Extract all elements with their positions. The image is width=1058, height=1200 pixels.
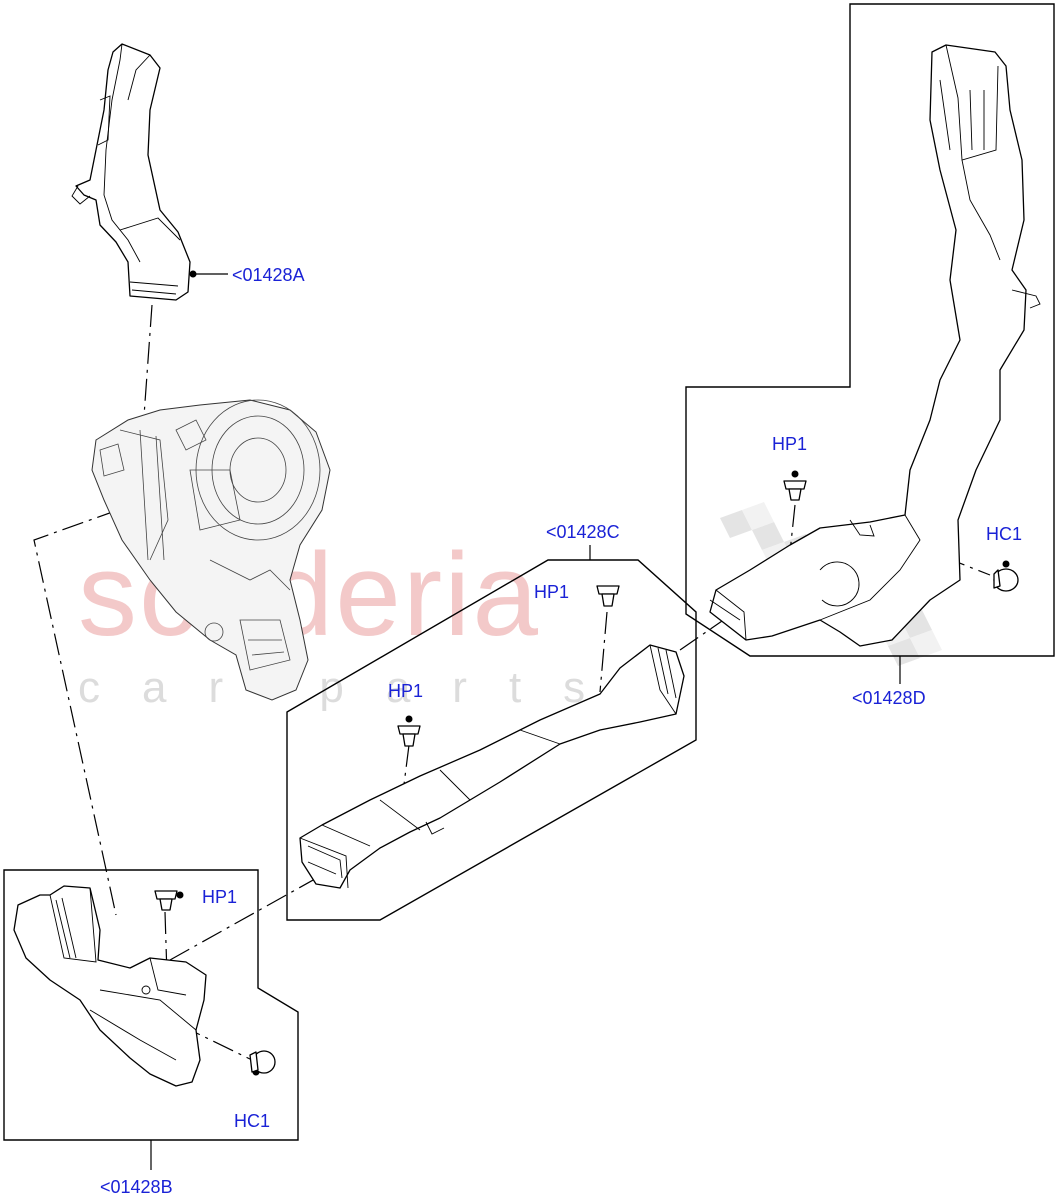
callout-hc1-lower-left: HC1 [234, 1111, 270, 1131]
fastener-hp1-left-duct [397, 715, 421, 747]
assembly-line-a [142, 304, 153, 431]
assembly-line-b [33, 509, 119, 916]
fastener-hp1-lower-left [154, 890, 184, 911]
assembly-line-bc [169, 864, 341, 961]
duct-01428a [71, 43, 191, 301]
callout-01428a: <01428A [232, 265, 305, 285]
callout-01428c: <01428C [546, 522, 620, 542]
frame-01428d [685, 3, 1055, 657]
callout-hp1-lower-left: HP1 [202, 887, 237, 907]
callout-hc1-right: HC1 [986, 524, 1022, 544]
duct-01428c [299, 644, 685, 889]
duct-01428d [709, 44, 1041, 647]
fastener-hp1-center [596, 585, 620, 607]
leader-dot-01428a [189, 270, 197, 278]
duct-01428b [13, 885, 207, 1087]
callout-hp1-center: HP1 [534, 582, 569, 602]
fastener-hp1-upper-right [783, 470, 807, 501]
assembly-line-hp1-c [599, 611, 608, 693]
callout-01428b: <01428B [100, 1177, 173, 1197]
callout-hp1-upper-right: HP1 [772, 434, 807, 454]
frame-01428b [3, 869, 299, 1141]
callout-hp1-left-duct: HP1 [388, 681, 423, 701]
fastener-hc1-right [993, 560, 1019, 592]
callout-01428d: <01428D [852, 688, 926, 708]
fastener-hc1-lower-left [249, 1050, 276, 1076]
blower-motor-assembly [91, 399, 331, 701]
frame-01428c [286, 559, 697, 921]
watermark-sub-text: car parts [78, 663, 627, 712]
